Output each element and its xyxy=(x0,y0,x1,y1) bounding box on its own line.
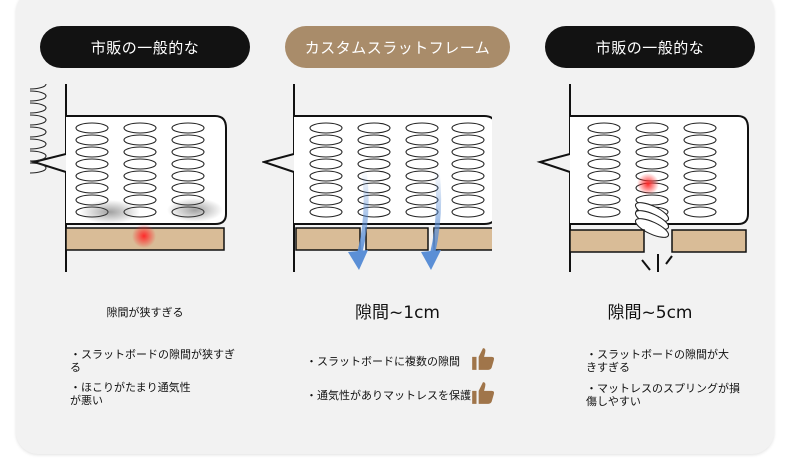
note-left-1: ・スラットボードの隙間が狭すぎる xyxy=(70,348,235,374)
thumbs-up-icon xyxy=(472,382,495,404)
slat-board xyxy=(433,227,492,251)
collapsed-spring xyxy=(634,202,670,238)
bed-frame-outline xyxy=(262,84,295,272)
hotspot-icon xyxy=(637,173,659,195)
impact-lines xyxy=(641,254,673,272)
heading-left: 隙間が狭すぎる xyxy=(106,306,184,319)
column-label-center: カスタムスラットフレーム xyxy=(285,26,510,68)
mattress-diagram-wide-gaps xyxy=(536,84,749,272)
heading-right: 隙間~5cm xyxy=(607,303,693,323)
note-left-2: ・ほこりがたまり通気性が悪い xyxy=(70,381,191,407)
column-label-right: 市販の一般的な xyxy=(545,26,755,68)
column-label-left: 市販の一般的な xyxy=(40,26,250,68)
note-center-2: ・通気性がありマットレスを保護 xyxy=(306,389,471,402)
spring-coils xyxy=(30,84,205,218)
hotspot-icon xyxy=(132,224,156,248)
note-right-1: ・スラットボードの隙間が大きすぎる xyxy=(586,348,729,374)
note-right-2: ・マットレスのスプリングが損傷しやすい xyxy=(586,382,740,408)
down-arrow-icon xyxy=(348,169,369,270)
mattress-diagram-narrow-gaps xyxy=(30,84,227,272)
mattress-outline xyxy=(570,115,749,225)
mattress-diagram-custom-slats xyxy=(262,84,492,272)
dust-shadow xyxy=(167,198,223,222)
thumbs-up-icon xyxy=(472,348,495,370)
dust-shadow xyxy=(80,200,140,224)
mattress-outline xyxy=(294,115,492,225)
bed-frame-outline xyxy=(536,84,571,272)
slat-board xyxy=(365,227,429,251)
slat-board xyxy=(671,229,747,253)
slat-board xyxy=(295,227,361,251)
note-center-1: ・スラットボードに複数の隙間 xyxy=(306,355,460,368)
down-arrow-icon xyxy=(421,169,442,270)
heading-center: 隙間~1cm xyxy=(355,303,440,323)
slat-board xyxy=(569,229,645,253)
